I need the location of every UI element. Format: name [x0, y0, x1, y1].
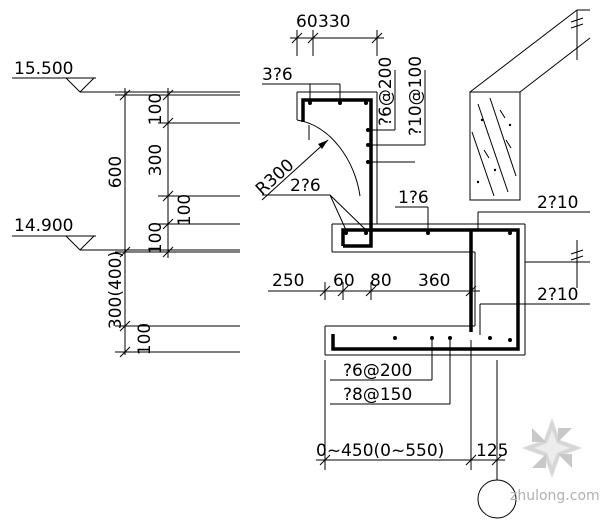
dim-300-400: 300(400) [106, 251, 126, 329]
watermark-logo [522, 418, 582, 478]
top-dimension-line [290, 30, 384, 56]
label-stirrup-6-200: ?6@200 [376, 57, 396, 126]
elevation-bottom-label: 14.900 [14, 216, 73, 236]
rebar-leaders [262, 70, 590, 405]
dim-300: 300 [146, 144, 166, 176]
elevation-top-label: 15.500 [14, 59, 73, 79]
label-top-bars: 3?6 [262, 65, 293, 85]
dim-mid-80: 80 [370, 271, 392, 291]
dim-mid-60: 60 [333, 271, 355, 291]
label-stirrup-10-100: ?10@100 [406, 56, 426, 136]
rebar-dots [308, 101, 512, 342]
dim-100-low: 100 [146, 222, 166, 254]
label-slab-bar: 1?6 [398, 188, 429, 208]
elevation-marker-bottom: 14.900 [12, 216, 240, 251]
dim-bottom-span: 0~450(0~550) [316, 441, 444, 461]
reinforcement-bars [301, 98, 520, 351]
bottom-dimension-line [316, 340, 517, 519]
dim-top-60: 60 [296, 12, 318, 32]
label-main-bars: ?8@150 [343, 385, 412, 405]
upper-wall-structure [469, 9, 591, 201]
left-dimension-lines [115, 88, 240, 358]
label-corner-bars: 2?6 [290, 176, 321, 196]
dim-100-top: 100 [146, 93, 166, 125]
dim-total-600: 600 [106, 156, 126, 188]
label-dist-bars: ?6@200 [343, 361, 412, 381]
elevation-marker-top: 15.500 [12, 59, 240, 93]
dim-bottom-125: 125 [476, 441, 508, 461]
dim-mid-250: 250 [272, 271, 304, 291]
dim-top-330: 330 [318, 12, 350, 32]
dim-100-bottom: 100 [135, 323, 155, 355]
label-top-right-bars: 2?10 [537, 193, 578, 213]
dim-100-mid: 100 [175, 194, 195, 226]
watermark-text: zhulong.com [510, 488, 600, 504]
label-right-bars: 2?10 [537, 285, 578, 305]
middle-dimension-line [268, 282, 480, 300]
concrete-outline [296, 91, 590, 356]
radius-leader [261, 139, 329, 201]
dim-mid-360: 360 [418, 271, 450, 291]
